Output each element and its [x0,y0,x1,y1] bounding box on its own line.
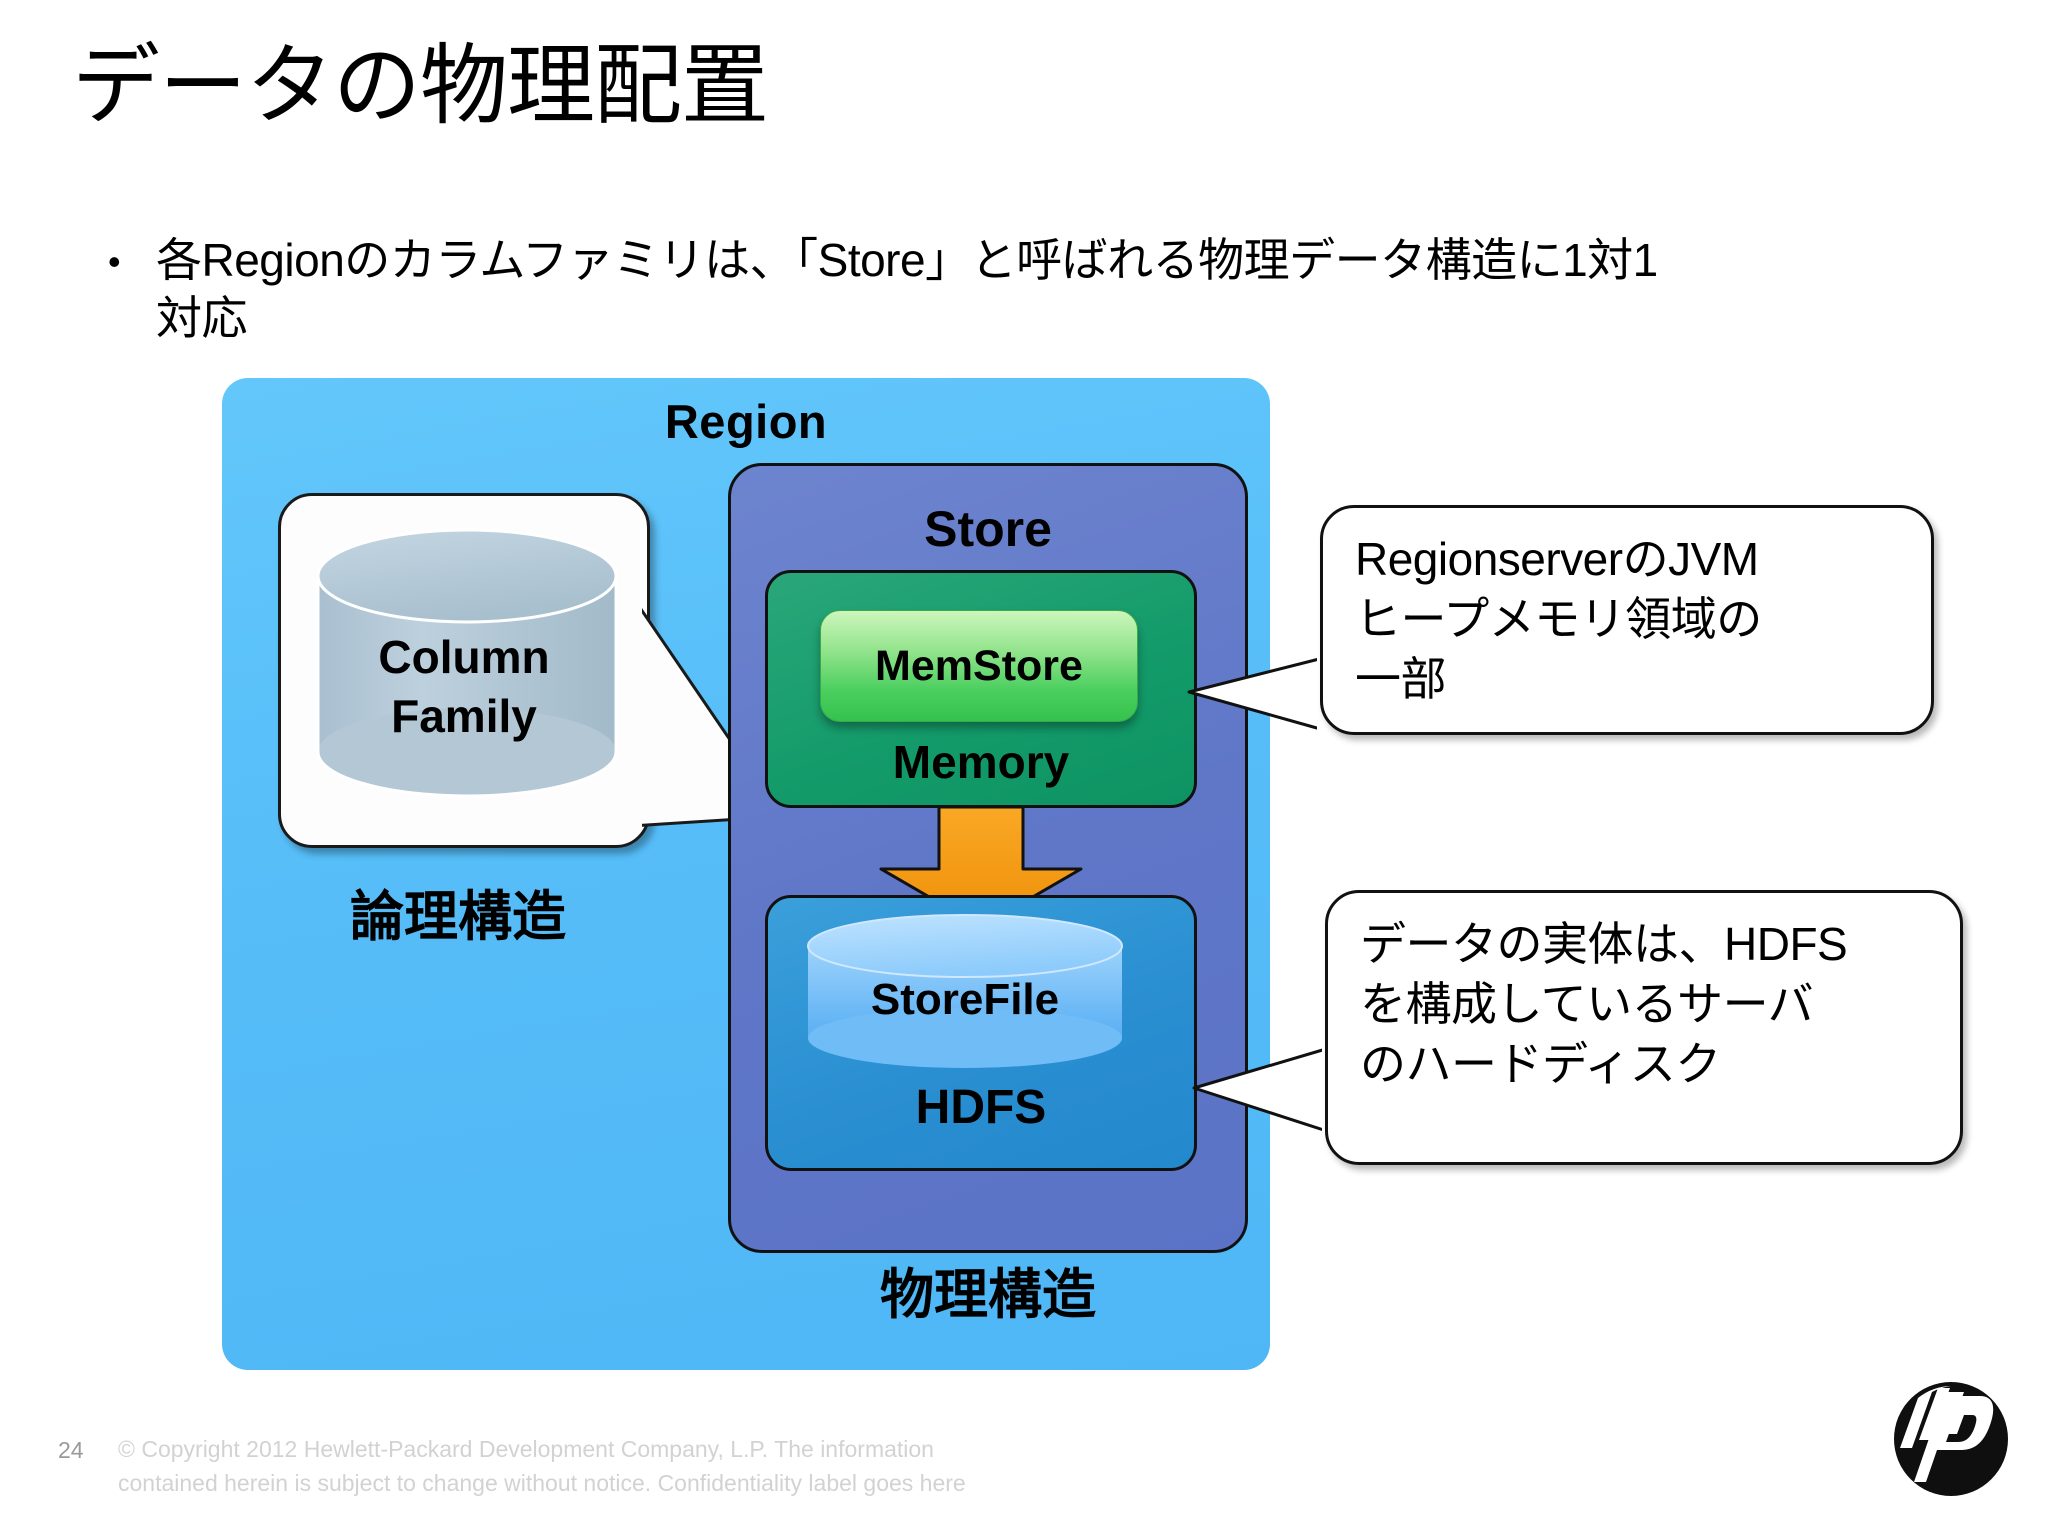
copyright-line-2: contained herein is subject to change wi… [118,1470,966,1497]
memory-callout: RegionserverのJVM ヒープメモリ領域の 一部 [1320,505,1934,735]
copyright-line-1: © Copyright 2012 Hewlett-Packard Develop… [118,1436,934,1462]
logical-structure-label: 論理構造 [350,887,566,947]
hdfs-callout: データの実体は、HDFS を構成しているサーバ のハードディスク [1325,890,1963,1165]
column-family-label: Column Family [378,631,550,742]
bullet-body: 各Regionのカラムファミリは、「Store」と呼ばれる物理データ構造に1対1… [156,232,1658,348]
bullet-line-2: 対応 [156,291,247,344]
memory-callout-tail [1187,650,1335,740]
page-number: 24 [58,1437,84,1463]
storefile-cylinder-icon [807,914,1123,1068]
copyright-notice: © Copyright 2012 Hewlett-Packard Develop… [118,1432,978,1500]
bullet-list: • 各Regionのカラムファミリは、「Store」と呼ばれる物理データ構造に1… [108,232,1908,348]
hdfs-callout-tail [1192,1042,1340,1140]
store-label: Store [924,501,1052,557]
memstore-button: MemStore [820,610,1138,722]
column-family-cylinder-icon [316,528,618,798]
hp-logo-icon [1894,1382,2008,1496]
memory-callout-text: RegionserverのJVM ヒープメモリ領域の 一部 [1355,533,1762,705]
bullet-marker: • [108,241,121,282]
hdfs-label: HDFS [915,1081,1047,1134]
page-title: データの物理配置 [72,36,769,135]
column-family-callout-tail [630,590,758,830]
memory-label: Memory [892,736,1070,788]
region-label: Region [664,395,828,448]
physical-structure-label: 物理構造 [880,1265,1096,1325]
hdfs-callout-text: データの実体は、HDFS を構成しているサーバ のハードディスク [1360,918,1848,1090]
memstore-label: MemStore [875,641,1083,690]
storefile-label: StoreFile [870,975,1060,1024]
bullet-line-1: 各Regionのカラムファミリは、「Store」と呼ばれる物理データ構造に1対1 [156,234,1658,286]
list-item: • 各Regionのカラムファミリは、「Store」と呼ばれる物理データ構造に1… [108,232,1908,348]
